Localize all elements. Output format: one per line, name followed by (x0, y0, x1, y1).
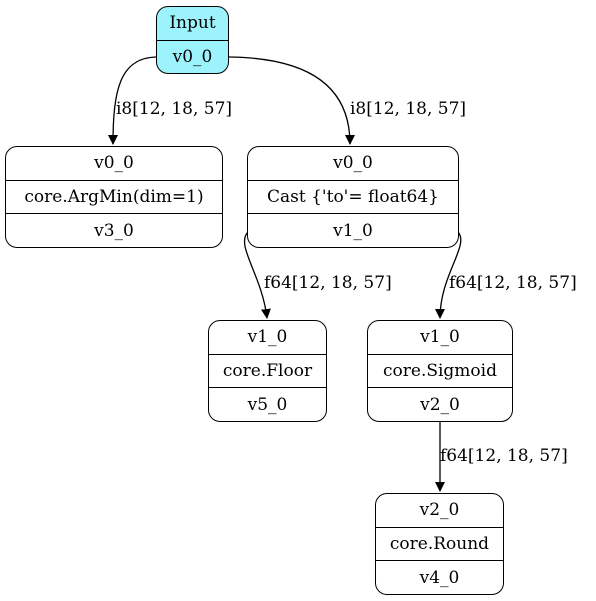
node-sigmoid[interactable]: v1_0 core.Sigmoid v2_0 (367, 320, 513, 422)
node-cast-input: v0_0 (333, 153, 373, 174)
node-round-op: core.Round (376, 526, 503, 561)
node-sigmoid-input: v1_0 (420, 327, 460, 348)
node-floor-output: v5_0 (209, 387, 326, 421)
node-sigmoid-output: v2_0 (368, 387, 512, 421)
node-sigmoid-op: core.Sigmoid (368, 353, 512, 388)
node-floor[interactable]: v1_0 core.Floor v5_0 (208, 320, 327, 422)
edge-cast-to-floor (243, 231, 271, 319)
node-round[interactable]: v2_0 core.Round v4_0 (375, 493, 504, 595)
node-input-output: v0_0 (157, 39, 228, 74)
edge-label-input-to-argmin: i8[12, 18, 57] (116, 99, 233, 119)
node-round-input: v2_0 (419, 500, 460, 521)
edge-label-input-to-cast: i8[12, 18, 57] (350, 99, 467, 119)
node-argmin-output: v3_0 (6, 213, 222, 247)
node-cast-output: v1_0 (248, 213, 458, 247)
node-cast[interactable]: v0_0 Cast {'to'= float64} v1_0 (247, 146, 459, 248)
node-input-title: Input (169, 13, 216, 34)
node-cast-op: Cast {'to'= float64} (248, 179, 458, 214)
node-round-output: v4_0 (376, 560, 503, 594)
node-floor-op: core.Floor (209, 353, 326, 388)
node-argmin-op: core.ArgMin(dim=1) (6, 179, 222, 214)
edge-input-to-cast (228, 56, 355, 145)
node-floor-input: v1_0 (247, 327, 288, 348)
edge-cast-to-sigmoid (435, 231, 462, 319)
node-argmin-input: v0_0 (94, 153, 134, 174)
edge-input-to-argmin (108, 56, 157, 145)
node-argmin[interactable]: v0_0 core.ArgMin(dim=1) v3_0 (5, 146, 223, 248)
edge-label-sigmoid-to-round: f64[12, 18, 57] (440, 446, 568, 466)
edge-label-cast-to-sigmoid: f64[12, 18, 57] (449, 273, 577, 293)
edge-label-cast-to-floor: f64[12, 18, 57] (264, 273, 392, 293)
node-input[interactable]: Input v0_0 (156, 6, 229, 74)
